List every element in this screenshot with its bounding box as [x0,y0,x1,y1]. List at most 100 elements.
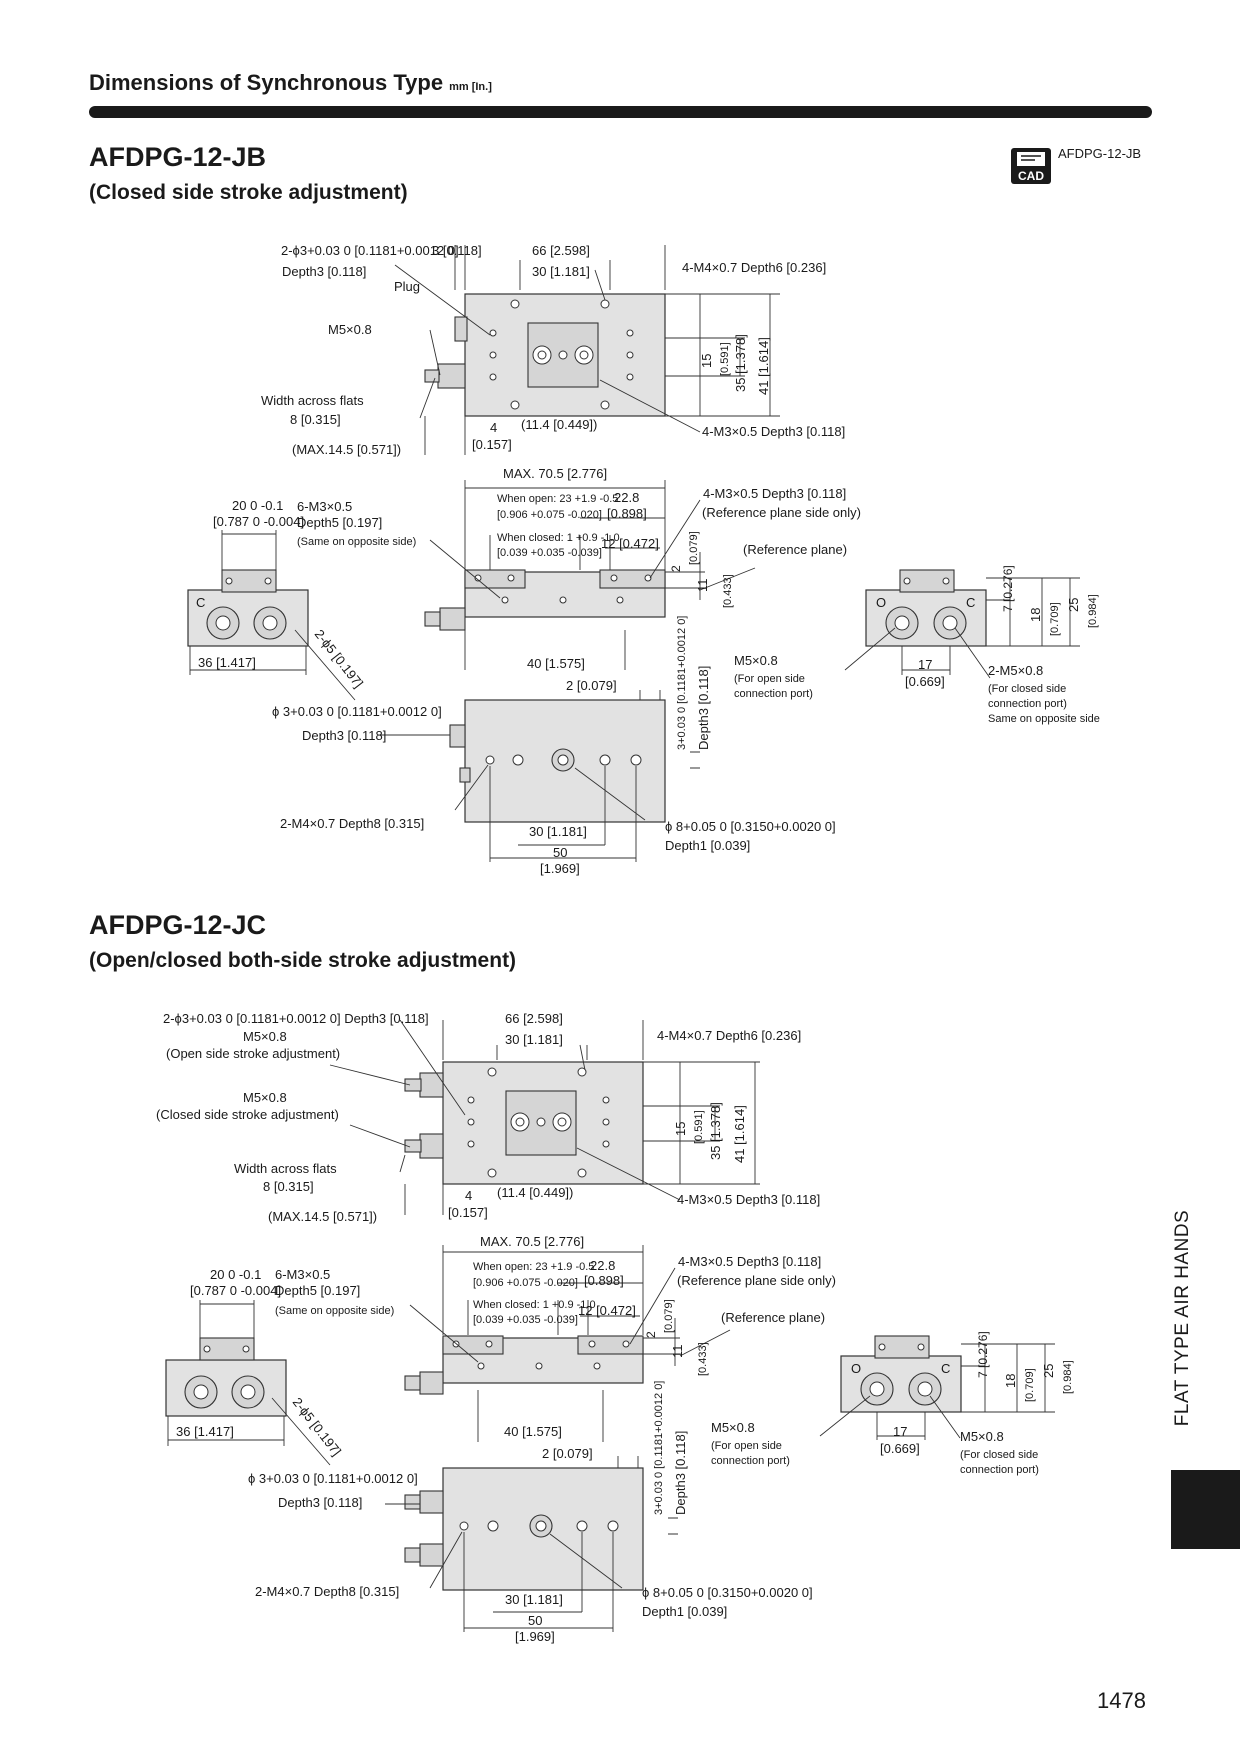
jb-end-dim-25-in: [0.984] [1087,594,1099,628]
jc-top-tap-m4: 4-M4×0.7 Depth6 [0.236] [657,1028,801,1043]
jc-side-ref-only: (Reference plane side only) [677,1273,836,1288]
drawing-jb: 2-ϕ3+0.03 0 [0.1181+0.0012 0] Depth3 [0.… [187,243,1100,876]
jc-top-dim-11-4: (11.4 [0.449]) [497,1185,573,1200]
jb-bottom-dia3-depth: Depth3 [0.118] [302,728,386,743]
jc-bottom-dim-50-in: [1.969] [515,1629,555,1644]
jb-side-dim-11: 11 [695,579,710,593]
cad-icon-text: CAD [1018,169,1044,183]
jb-top-dim-15-in: [0.591] [719,342,731,376]
jc-bottom-dia8: ϕ 8+0.05 0 [0.3150+0.0020 0] [642,1585,813,1600]
jb-end-m5-closed-note1: (For closed side [988,683,1066,695]
jc-bottom-vert-dia: 3+0.03 0 [0.1181+0.0012 0] [653,1381,665,1515]
subtitle-jb: (Closed side stroke adjustment) [89,181,408,204]
jc-top-m5-a: M5×0.8 [243,1029,287,1044]
jb-side-tap-6m3: 6-M3×0.5 [297,499,352,514]
header-rule [89,106,1152,118]
jb-top-tap-m3: 4-M3×0.5 Depth3 [0.118] [702,424,845,439]
jc-top-dim-41: 41 [1.614] [732,1105,747,1163]
model-title-jc: AFDPG-12-JC [89,910,267,940]
cad-label[interactable]: AFDPG-12-JB [1058,146,1142,161]
model-title-jb: AFDPG-12-JB [89,142,267,172]
jb-side-dim-22-8-in: [0.898] [607,506,647,521]
page-number: 1478 [1097,1688,1146,1713]
jc-top-dim-15-in: [0.591] [693,1110,705,1144]
jc-end-m5-closed-note1: (For closed side [960,1449,1038,1461]
drawing-jc: 2-ϕ3+0.03 0 [0.1181+0.0012 0] Depth3 [0.… [156,1011,1074,1644]
jc-side-view: MAX. 70.5 [2.776] When open: 23 +1.9 -0.… [275,1234,836,1442]
jb-top-dim-15: 15 [699,354,714,368]
jc-top-dim-4: 4 [465,1188,472,1203]
jb-side-when-open: When open: 23 +1.9 -0.5 [497,493,618,505]
jb-side-tap-6m3-depth: Depth5 [0.197] [297,515,382,530]
jb-top-m5: M5×0.8 [328,322,372,337]
jc-side-dim-12: 12 [0.472] [578,1303,636,1318]
jb-side-dim-11-in: [0.433] [722,574,734,608]
jc-bottom-dia8-depth: Depth1 [0.039] [642,1604,727,1619]
jc-top-hole-callout: 2-ϕ3+0.03 0 [0.1181+0.0012 0] Depth3 [0.… [163,1011,429,1026]
jc-side-when-closed: When closed: 1 +0.9 -1.0 [473,1299,596,1311]
jb-end-m5-closed: 2-M5×0.8 [988,663,1043,678]
jb-top-dim-4-in: [0.157] [472,437,512,452]
jb-end-dim-17: 17 [918,657,932,672]
jc-side-ref-plane: (Reference plane) [721,1310,825,1325]
side-tab-text: FLAT TYPE AIR HANDS [1172,1209,1193,1427]
jb-side-view: MAX. 70.5 [2.776] When open: 23 +1.9 -0.… [297,466,861,671]
jb-top-dim-11-4: (11.4 [0.449]) [521,417,597,432]
jc-bottom-dim-30: 30 [1.181] [505,1592,563,1607]
jb-side-dim-40: 40 [1.575] [527,656,585,671]
jc-end-dim-18-in: [0.709] [1024,1368,1036,1402]
jc-end-dim-20-in: [0.787 0 -0.004] [190,1283,281,1298]
jc-side-dim-22-8: 22.8 [590,1258,615,1273]
jc-end-dim-17-in: [0.669] [880,1441,920,1456]
jb-side-dim-2-in: [0.079] [688,531,700,565]
jc-end-m5-closed-note2: connection port) [960,1464,1039,1476]
jb-top-hole-depth: Depth3 [0.118] [282,264,366,279]
jc-top-dim-4-in: [0.157] [448,1205,488,1220]
jc-end-dim-7: 7 [0.276] [976,1331,990,1378]
jb-top-width-flats-val: 8 [0.315] [290,412,341,427]
jc-bottom-vert-depth: Depth3 [0.118] [673,1431,688,1515]
jb-end-dim-18: 18 [1028,608,1043,622]
header-unit: mm [In.] [449,81,492,93]
jb-end-dim-25: 25 [1066,598,1081,612]
jc-end-view-left: 20 0 -0.1 [0.787 0 -0.004] 36 [1.417] 2-… [165,1267,344,1466]
jb-bottom-view: ϕ 3+0.03 0 [0.1181+0.0012 0] Depth3 [0.1… [272,616,836,876]
jb-end-m5-closed-note2: connection port) [988,698,1067,710]
jb-end-dim-7: 7 [0.276] [1001,565,1015,612]
jb-side-ref-only: (Reference plane side only) [702,505,861,520]
jc-top-dim-66: 66 [2.598] [505,1011,563,1026]
jb-end-m5-open-note2: connection port) [734,688,813,700]
jc-bottom-dia3-depth: Depth3 [0.118] [278,1495,362,1510]
jb-top-dim-4: 4 [490,420,497,435]
jb-bottom-vert-dia: 3+0.03 0 [0.1181+0.0012 0] [676,616,688,750]
jb-side-dim-22-8: 22.8 [614,490,639,505]
jc-top-tap-m3: 4-M3×0.5 Depth3 [0.118] [677,1192,820,1207]
jb-bottom-dia8-depth: Depth1 [0.039] [665,838,750,853]
jb-top-view: 2-ϕ3+0.03 0 [0.1181+0.0012 0] Depth3 [0.… [261,243,845,457]
jc-side-dim-40: 40 [1.575] [504,1424,562,1439]
jb-side-dim-12: 12 [0.472] [601,536,659,551]
jc-side-when-open: When open: 23 +1.9 -0.5 [473,1261,594,1273]
jb-side-same-opp: (Same on opposite side) [297,536,416,548]
jb-side-dim-2: 2 [669,565,683,572]
jc-end-dim-17: 17 [893,1424,907,1439]
jb-end-o: O [876,595,886,610]
jb-top-dim-41: 41 [1.614] [756,337,771,395]
jc-side-when-closed-in: [0.039 +0.035 -0.039] [473,1314,578,1326]
jc-side-max70: MAX. 70.5 [2.776] [480,1234,584,1249]
jb-top-dim-35: 35 [1.378] [733,334,748,392]
cad-icon[interactable]: CAD [1011,148,1051,184]
jc-top-m5-b: M5×0.8 [243,1090,287,1105]
jc-top-dim-35: 35 [1.378] [708,1102,723,1160]
jc-side-tap-6m3-depth: Depth5 [0.197] [275,1283,360,1298]
jb-top-width-flats: Width across flats [261,393,364,408]
jb-top-dim-30: 30 [1.181] [532,264,590,279]
jc-end-dim-25-in: [0.984] [1062,1360,1074,1394]
jc-top-dim-30: 30 [1.181] [505,1032,563,1047]
jb-top-dim-3: 3 [0.118] [432,243,482,258]
jb-end-dim-20-in: [0.787 0 -0.004] [213,514,304,529]
jb-side-when-open-in: [0.906 +0.075 -0.020] [497,509,602,521]
jb-top-hole-callout: 2-ϕ3+0.03 0 [0.1181+0.0012 0] [281,243,459,258]
jb-top-dim-66: 66 [2.598] [532,243,590,258]
